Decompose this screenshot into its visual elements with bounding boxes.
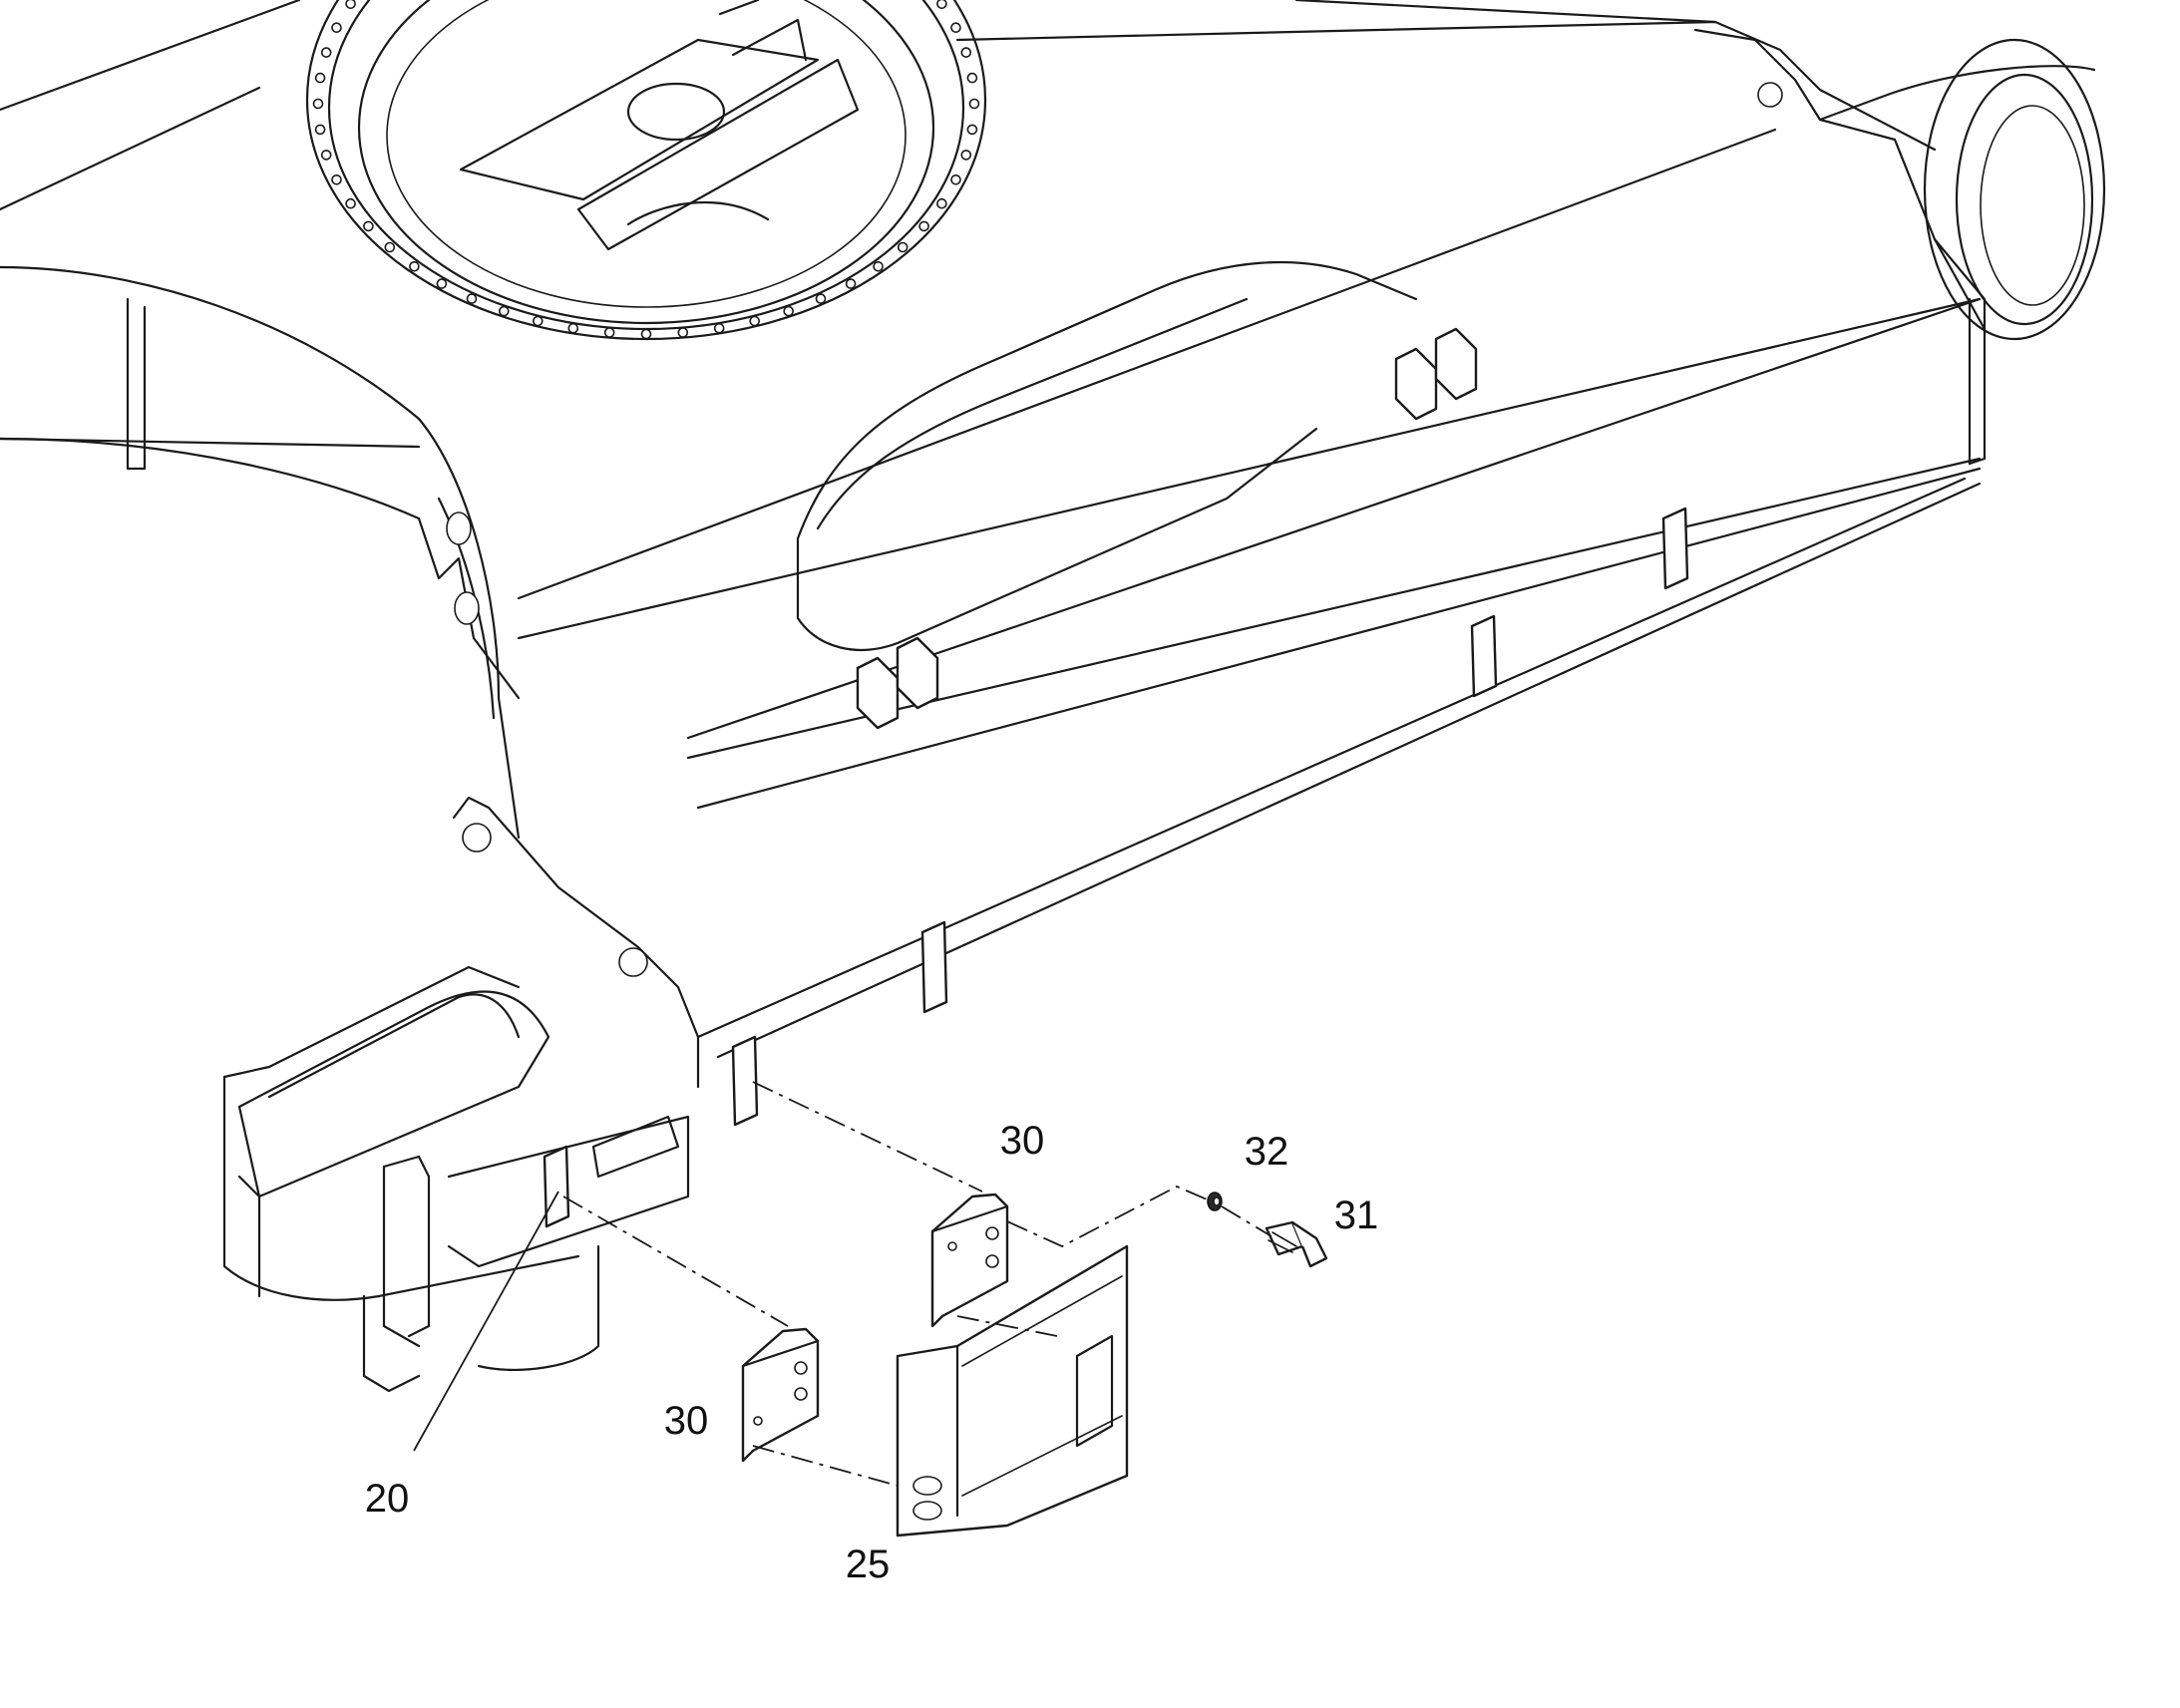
rear-yoke xyxy=(222,965,690,1393)
part-25-guard-bracket xyxy=(896,1244,1129,1537)
frame-clips xyxy=(543,327,1689,1228)
bolt-hole xyxy=(936,0,947,10)
bolt-hole xyxy=(936,197,947,209)
bolt-hole xyxy=(436,278,448,289)
callout-30-lower: 30 xyxy=(664,1399,709,1443)
callout-30-upper: 30 xyxy=(1000,1119,1045,1163)
bolt-hole xyxy=(873,260,884,272)
bolt-hole xyxy=(960,150,972,161)
bolt-hole xyxy=(331,22,342,34)
bolt-hole xyxy=(950,22,961,34)
bolt-hole xyxy=(677,327,689,338)
bolt-hole xyxy=(312,98,324,110)
bolt-hole xyxy=(314,124,326,136)
bolt-hole xyxy=(950,174,961,185)
callout-31: 31 xyxy=(1334,1194,1379,1237)
bolt-hole xyxy=(966,124,978,136)
callout-20: 20 xyxy=(365,1477,410,1521)
leader-20 xyxy=(413,1191,559,1452)
bolt-hole xyxy=(815,293,827,304)
bolt-hole xyxy=(320,47,332,58)
swing-bearing-ring xyxy=(306,0,986,341)
part-30-plate-upper xyxy=(930,1193,1009,1328)
bolt-hole xyxy=(897,241,908,253)
bolt-hole xyxy=(363,220,374,232)
part-31-bolt xyxy=(1265,1220,1328,1268)
bolt-hole xyxy=(603,327,615,338)
bolt-hole xyxy=(409,260,420,272)
bolt-hole xyxy=(749,315,761,327)
bolt-hole xyxy=(640,328,652,340)
bolt-hole xyxy=(384,241,396,253)
track-frame xyxy=(0,0,2106,1393)
bolt-hole xyxy=(968,98,980,110)
bolt-hole xyxy=(314,72,326,84)
callout-labels: 30 32 31 30 20 25 xyxy=(365,1119,1379,1586)
bolt-hole xyxy=(498,305,510,317)
bolt-hole xyxy=(960,47,972,58)
part-32-washer xyxy=(1207,1192,1223,1211)
bolt-hole xyxy=(918,220,929,232)
bolt-hole xyxy=(966,72,978,84)
bolt-hole xyxy=(345,0,356,10)
bolt-hole xyxy=(320,150,332,161)
front-idler-hub xyxy=(1693,28,2106,466)
bolt-hole xyxy=(466,293,478,304)
bolt-hole xyxy=(331,174,342,185)
bolt-hole xyxy=(345,197,356,209)
assembly-lines xyxy=(562,1081,1272,1487)
bolt-hole xyxy=(845,278,857,289)
bolt-hole xyxy=(532,315,544,327)
callout-25: 25 xyxy=(846,1542,891,1586)
bolt-hole xyxy=(783,305,795,317)
part-30-plate-lower xyxy=(741,1327,820,1463)
bolt-hole xyxy=(567,322,579,334)
bolt-hole xyxy=(713,322,725,334)
callout-32: 32 xyxy=(1245,1130,1289,1174)
